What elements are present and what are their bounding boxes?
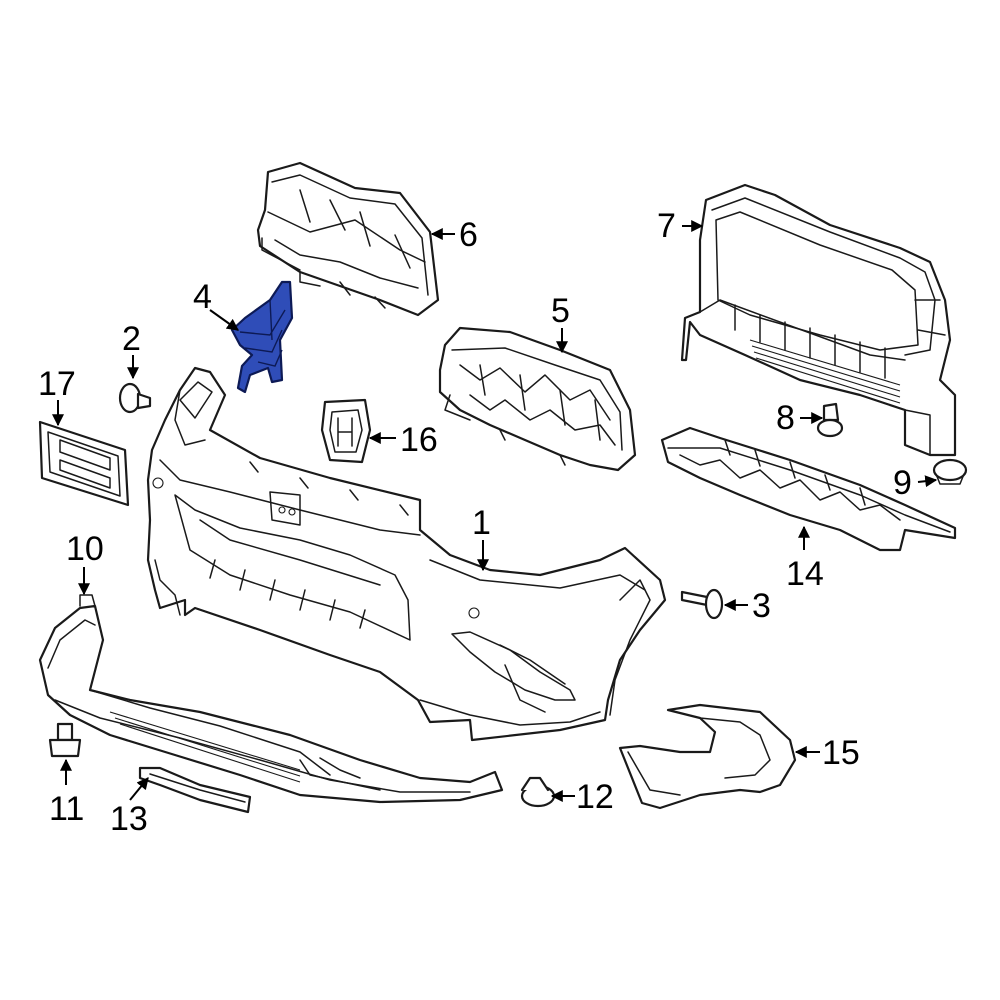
callout-15: 15 (822, 734, 860, 772)
part-17-plate-bracket[interactable] (38, 420, 130, 507)
leader-lines (52, 220, 938, 802)
part-1-bumper-cover[interactable] (146, 366, 667, 742)
callout-4: 4 (193, 278, 212, 316)
callout-11: 11 (49, 790, 84, 828)
callout-3: 3 (752, 587, 771, 625)
callout-labels: 1 2 3 4 5 6 7 8 9 10 11 12 13 14 15 16 1… (38, 207, 912, 838)
part-16-emblem[interactable] (320, 398, 372, 464)
part-15-garnish[interactable] (618, 703, 797, 810)
part-6-upper-absorber[interactable] (256, 161, 440, 317)
callout-16: 16 (400, 421, 438, 459)
callout-9: 9 (893, 464, 912, 502)
part-12-fastener[interactable] (520, 776, 556, 808)
part-8-push-pin[interactable] (816, 402, 844, 438)
callout-7: 7 (657, 207, 676, 245)
part-9-cap[interactable] (932, 458, 968, 485)
part-7-radiator-duct[interactable] (680, 183, 957, 457)
callout-8: 8 (776, 399, 795, 437)
callout-10: 10 (66, 530, 104, 568)
callout-12: 12 (576, 778, 614, 816)
part-2-clip[interactable] (118, 382, 152, 414)
callout-5: 5 (551, 292, 570, 330)
part-5-grille-frame[interactable] (438, 326, 637, 472)
part-10-lower-spoiler[interactable] (38, 594, 504, 804)
part-11-clip[interactable] (48, 722, 82, 758)
part-4-bracket-highlighted[interactable] (230, 280, 294, 394)
callout-13: 13 (110, 800, 148, 838)
part-13-strip[interactable] (138, 766, 252, 814)
callout-1: 1 (472, 504, 491, 542)
callout-17: 17 (38, 365, 76, 403)
part-14-lower-absorber[interactable] (660, 426, 957, 552)
callout-14: 14 (786, 555, 824, 593)
part-3-screw[interactable] (680, 588, 724, 620)
callout-6: 6 (459, 216, 478, 254)
callout-2: 2 (122, 320, 141, 358)
